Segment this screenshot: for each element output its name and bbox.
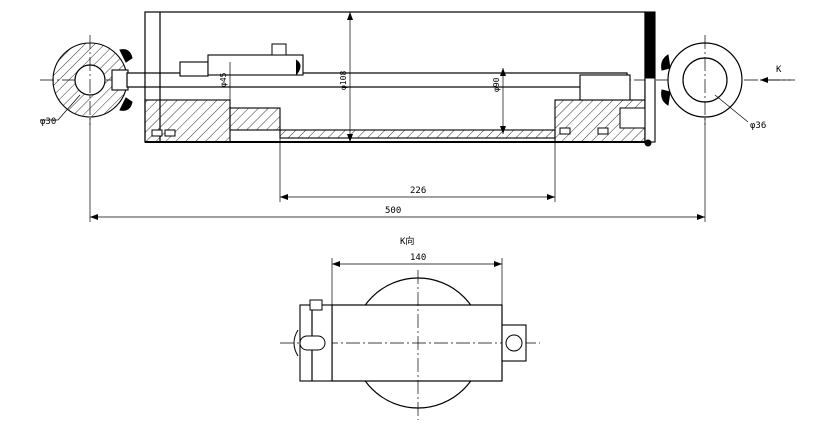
label-d90: φ90 <box>492 77 501 92</box>
leader-d36 <box>714 94 749 123</box>
label-500: 500 <box>385 206 401 216</box>
label-k-view: K向 <box>400 235 414 247</box>
label-d36: φ36 <box>750 121 766 131</box>
right-eye <box>661 35 743 125</box>
label-k: K <box>776 65 782 75</box>
leader-d30 <box>57 94 81 121</box>
label-140: 140 <box>410 253 426 263</box>
k-view: K向 140 <box>280 235 540 420</box>
label-d45: φ45 <box>219 72 228 87</box>
oil-port-block <box>207 54 304 76</box>
label-d108: φ108 <box>339 71 348 90</box>
main-view: φ30 <box>40 11 795 222</box>
left-eye <box>52 35 133 125</box>
label-d30: φ30 <box>40 117 56 127</box>
label-226: 226 <box>410 186 426 196</box>
